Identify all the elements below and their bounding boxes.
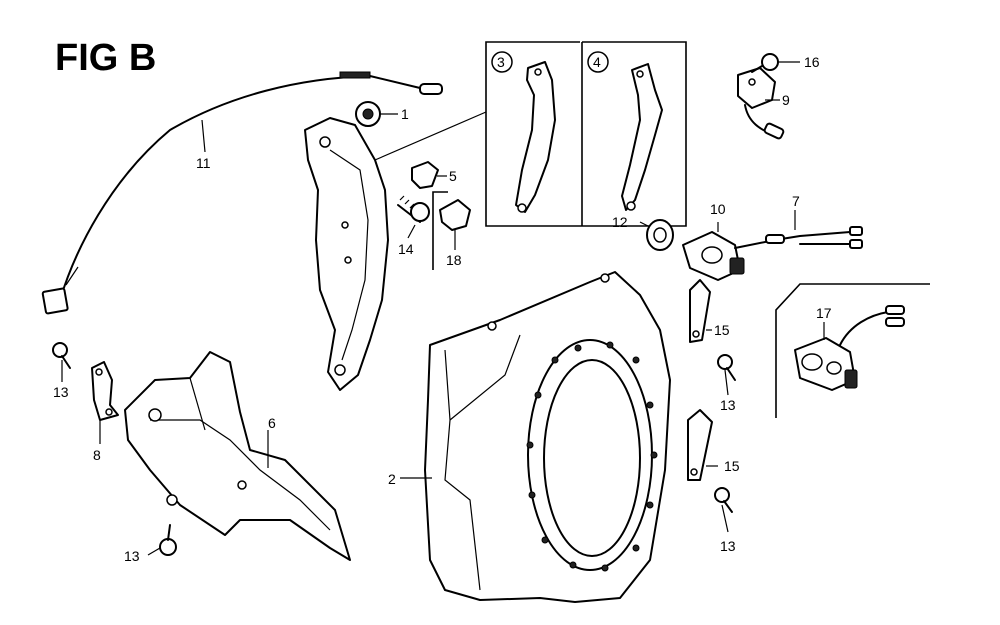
part-13-bolt-left-upper xyxy=(52,342,71,369)
part-14-bolt xyxy=(397,195,430,223)
part-13-bolt-right-upper xyxy=(717,354,736,381)
part-18-clip xyxy=(432,191,471,270)
part-2-blower-housing xyxy=(424,271,671,603)
part-17-inset xyxy=(775,283,930,418)
callout-9: 9 xyxy=(782,92,790,108)
callout-7: 7 xyxy=(792,193,800,209)
callout-17: 17 xyxy=(816,305,832,321)
part-bracket-main xyxy=(304,117,389,391)
callout-6: 6 xyxy=(268,415,276,431)
callout-12: 12 xyxy=(612,214,628,230)
part-15-clamp-upper xyxy=(689,279,711,343)
callout-13-right-upper: 13 xyxy=(720,397,736,413)
callout-1: 1 xyxy=(401,106,409,122)
part-13-bolt-left-lower xyxy=(159,524,177,556)
part-7-wire xyxy=(734,226,863,249)
callout-13-left-lower: 13 xyxy=(124,548,140,564)
figure-title: FIG B xyxy=(55,37,156,79)
part-5-clip xyxy=(411,161,439,189)
callout-3: 3 xyxy=(497,54,505,70)
part-6-shroud xyxy=(124,351,351,561)
callout-18: 18 xyxy=(446,252,462,268)
callout-2: 2 xyxy=(388,471,396,487)
part-12-grommet xyxy=(646,219,674,251)
part-15-clamp-lower xyxy=(687,409,713,481)
callout-13-right-lower: 13 xyxy=(720,538,736,554)
callout-14: 14 xyxy=(398,241,414,257)
callout-15-lower: 15 xyxy=(724,458,740,474)
part-11-cable xyxy=(41,71,443,315)
callout-11: 11 xyxy=(196,155,211,171)
callout-16: 16 xyxy=(804,54,820,70)
part-1-nut xyxy=(355,101,381,127)
callout-13-left-upper: 13 xyxy=(53,384,69,400)
leader-lines xyxy=(61,61,825,556)
callout-4: 4 xyxy=(593,54,601,70)
inset-parts-3-4: 3 4 xyxy=(485,41,687,227)
part-9-switch xyxy=(737,67,785,140)
callout-labels: 1 2 5 6 7 8 9 10 11 12 13 13 13 13 14 15… xyxy=(53,54,832,564)
callout-10: 10 xyxy=(710,201,726,217)
part-8-bracket xyxy=(91,361,119,421)
part-13-bolt-right-lower xyxy=(714,487,733,513)
housing-bolt-holes xyxy=(526,341,658,572)
callout-5: 5 xyxy=(449,168,457,184)
callout-8: 8 xyxy=(93,447,101,463)
part-10-sensor xyxy=(682,231,745,281)
callout-15-upper: 15 xyxy=(714,322,730,338)
part-16-screw xyxy=(751,53,779,73)
